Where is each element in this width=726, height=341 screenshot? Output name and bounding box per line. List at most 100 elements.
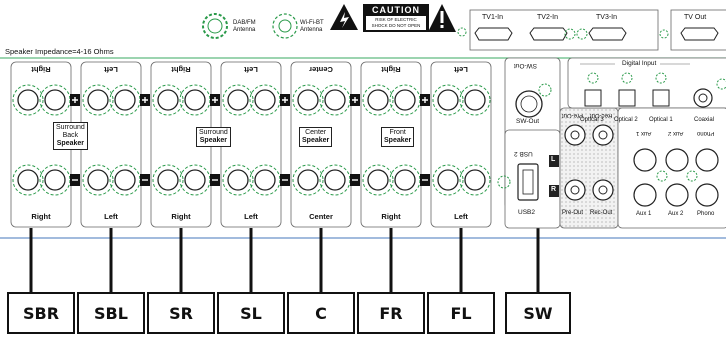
optical-1-port	[652, 89, 670, 107]
binding-post-sr-0	[152, 84, 184, 116]
hdmi-in-3-label: TV3-In	[596, 14, 618, 21]
callout-lines	[29, 92, 540, 293]
callout-fr: FR	[357, 292, 425, 334]
binding-post-c-0	[292, 84, 324, 116]
binding-post-sbr-2	[12, 164, 44, 196]
callout-sr: SR	[147, 292, 215, 334]
phono-label-bottom: Phono	[697, 211, 715, 217]
sw-out-label-top: SW-Out	[514, 62, 537, 69]
aux-2-jack-top	[665, 148, 689, 172]
optical-2-port	[618, 89, 636, 107]
hdmi-in-3-port	[588, 27, 627, 41]
aux-1-jack-top	[633, 148, 657, 172]
binding-post-sl-2	[222, 164, 254, 196]
binding-post-fl-3	[459, 164, 491, 196]
coaxial-label: Coaxial	[694, 117, 715, 123]
channel-label-bottom-sl: Left	[244, 212, 258, 221]
callout-sl: SL	[217, 292, 285, 334]
optical-3-port	[584, 89, 602, 107]
tv-out-label: TV Out	[684, 14, 707, 21]
binding-post-fr-0	[362, 84, 394, 116]
usb-label-bottom: USB2	[518, 209, 535, 216]
exclamation-warning-icon	[428, 4, 456, 32]
callout-sw: SW	[505, 292, 571, 334]
lightning-warning-icon	[330, 4, 358, 30]
optical-2-label: Optical 2	[614, 117, 638, 123]
aux-2-jack-bottom	[665, 183, 689, 207]
binding-post-sbr-0	[12, 84, 44, 116]
tv-out-group	[670, 9, 726, 51]
channel-label-bottom-sbl: Left	[104, 212, 118, 221]
channel-label-top-fr: Right	[381, 65, 401, 74]
optical-3-label: Optical 3	[580, 117, 604, 123]
hdmi-tv-out-port	[680, 27, 719, 41]
binding-post-fr-2	[362, 164, 394, 196]
coaxial-jack	[693, 88, 713, 108]
phono-jack-top	[695, 148, 719, 172]
channel-label-top-sbl: Left	[104, 65, 118, 74]
callout-sbr: SBR	[7, 292, 75, 334]
channel-label-bottom-fr: Right	[381, 212, 401, 221]
channel-label-bottom-sr: Right	[171, 212, 191, 221]
usb-2-port	[517, 163, 539, 201]
dab-fm-antenna-connector	[202, 13, 228, 39]
caution-title: CAUTION	[372, 5, 420, 15]
subwoofer-out-jack	[515, 90, 543, 118]
phono-label-top: Phono	[697, 130, 715, 136]
hdmi-in-1-port	[474, 27, 513, 41]
left-channel-marker: L	[551, 156, 556, 163]
callout-c: C	[287, 292, 355, 334]
channel-label-top-sl: Left	[244, 65, 258, 74]
binding-post-c-2	[292, 164, 324, 196]
callout-fl: FL	[427, 292, 495, 334]
channel-label-top-sbr: Right	[31, 65, 51, 74]
pre-out-label-bottom: Pre-Out	[562, 210, 584, 216]
caution-text: RISK OF ELECTRIC SHOCK DO NOT OPEN	[371, 17, 421, 28]
binding-post-sbl-0	[82, 84, 114, 116]
right-channel-marker: R	[551, 186, 557, 193]
speaker-terminals	[10, 61, 492, 228]
binding-post-sbl-2	[82, 164, 114, 196]
hdmi-in-1-label: TV1-In	[482, 14, 504, 21]
usb-label-top: USB 2	[514, 150, 533, 157]
rec-out-l-jack	[592, 124, 614, 146]
binding-post-fl-1	[459, 84, 491, 116]
callout-sbl: SBL	[77, 292, 145, 334]
channel-label-bottom-c: Center	[309, 212, 333, 221]
optical-1-label: Optical 1	[649, 117, 673, 123]
channel-label-top-sr: Right	[171, 65, 191, 74]
binding-post-sl-3	[249, 164, 281, 196]
aux-2-label-bottom: Aux 2	[668, 211, 684, 217]
aux-1-jack-bottom	[633, 183, 657, 207]
hdmi-in-2-label: TV2-In	[537, 14, 559, 21]
digital-input-title: Digital Input	[622, 60, 657, 67]
channel-label-bottom-sbr: Right	[31, 212, 51, 221]
binding-post-fl-2	[432, 164, 464, 196]
channel-label-bottom-fl: Left	[454, 212, 468, 221]
sw-out-label-bottom: SW-Out	[516, 118, 539, 125]
binding-post-sl-0	[222, 84, 254, 116]
aux-1-label-top: Aux 1	[636, 130, 652, 136]
dab-fm-antenna-label: DAB/FM Antenna	[233, 20, 256, 33]
rec-out-r-jack	[592, 179, 614, 201]
pre-out-r-jack	[564, 179, 586, 201]
wifi-bt-antenna-label: Wi-Fi-BT Antenna	[300, 20, 324, 33]
binding-post-fl-0	[432, 84, 464, 116]
phono-jack-bottom	[695, 183, 719, 207]
pre-out-l-jack	[564, 124, 586, 146]
wifi-bt-antenna-connector	[272, 13, 298, 39]
impedance-label: Speaker Impedance=4-16 Ohms	[5, 47, 114, 56]
hdmi-in-2-port	[529, 27, 568, 41]
rec-out-label-bottom: Rec-Out	[590, 210, 613, 216]
binding-post-sr-2	[152, 164, 184, 196]
screw-icon	[457, 27, 467, 37]
binding-post-sbl-3	[109, 164, 141, 196]
aux-1-label-bottom: Aux 1	[636, 211, 652, 217]
channel-label-top-fl: Left	[454, 65, 468, 74]
channel-label-top-c: Center	[309, 65, 333, 74]
aux-2-label-top: Aux 2	[668, 130, 684, 136]
